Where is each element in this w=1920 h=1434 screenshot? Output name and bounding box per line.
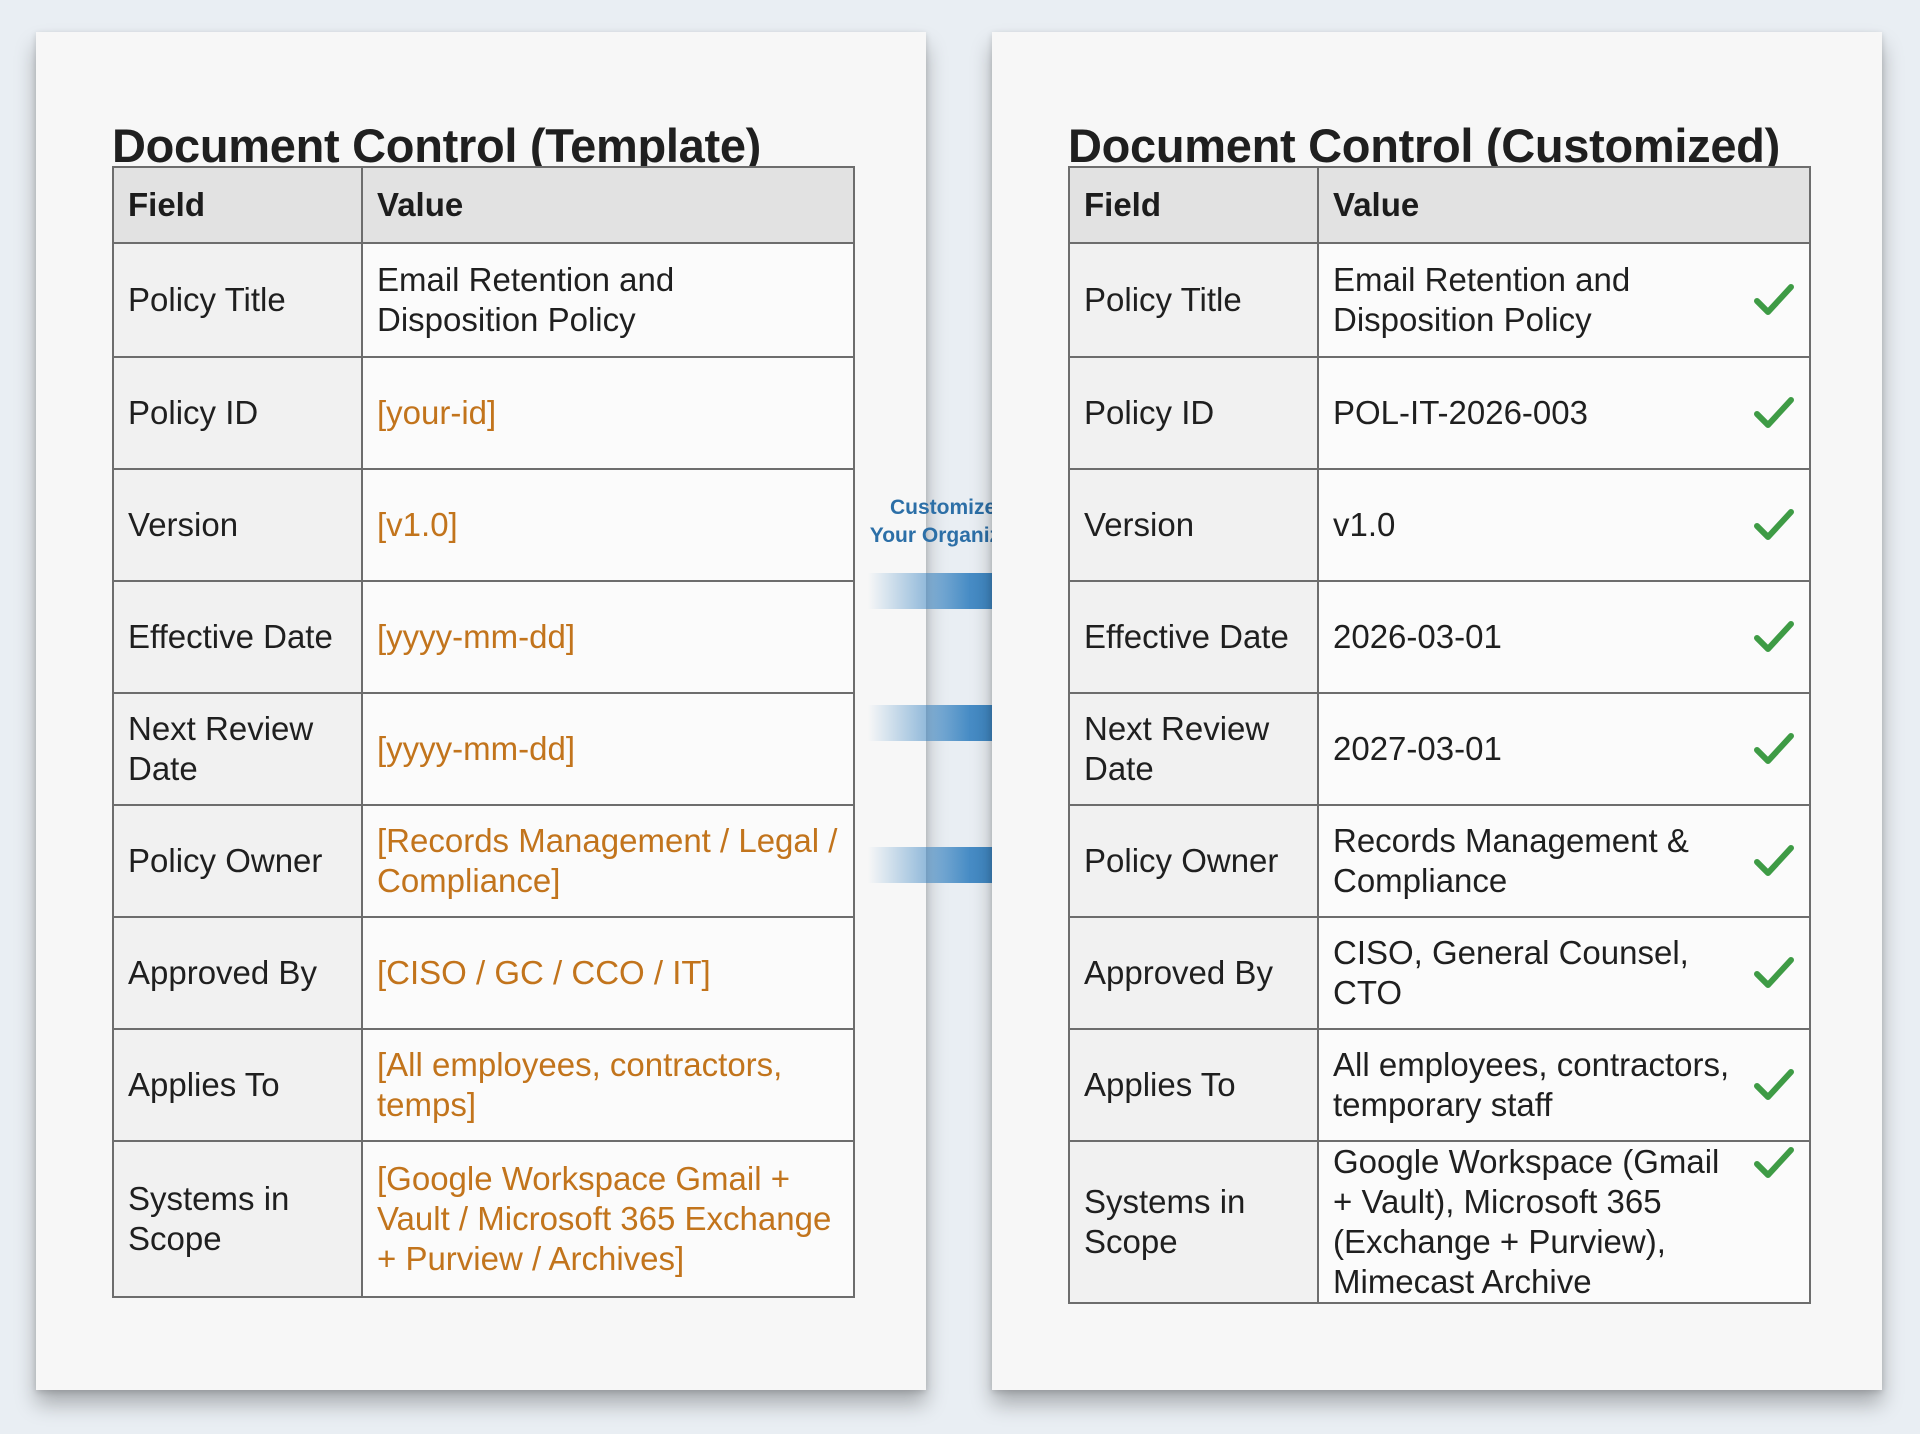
value-text: All employees, contractors, temporary st… [1333, 1046, 1730, 1123]
table-row: Policy Title Email Retention and Disposi… [112, 242, 855, 358]
field-cell: Systems in Scope [112, 1140, 363, 1298]
table-row: Approved By CISO, General Counsel, CTO [1068, 916, 1811, 1030]
value-text: v1.0 [1333, 506, 1396, 543]
check-icon [1753, 392, 1795, 434]
value-text: Google Workspace (Gmail + Vault), Micros… [1333, 1143, 1720, 1300]
table-header-row: Field Value [1068, 166, 1811, 244]
customized-title: Document Control (Customized) [1068, 119, 1780, 172]
table-row: Applies To [All employees, contractors, … [112, 1028, 855, 1142]
field-column-header: Field [1068, 166, 1319, 244]
template-title: Document Control (Template) [112, 119, 762, 172]
template-control-table: Field Value Policy Title Email Retention… [112, 166, 855, 1298]
table-row: Effective Date [yyyy-mm-dd] [112, 580, 855, 694]
value-cell: Records Management & Compliance [1317, 804, 1811, 918]
value-cell: 2026-03-01 [1317, 580, 1811, 694]
placeholder-value-cell: [CISO / GC / CCO / IT] [361, 916, 855, 1030]
check-icon [1753, 504, 1795, 546]
table-row: Policy ID POL-IT-2026-003 [1068, 356, 1811, 470]
value-column-header: Value [1317, 166, 1811, 244]
placeholder-value-cell: [your-id] [361, 356, 855, 470]
check-icon [1753, 728, 1795, 770]
value-text: CISO, General Counsel, CTO [1333, 934, 1689, 1011]
placeholder-value-cell: [Google Workspace Gmail + Vault / Micros… [361, 1140, 855, 1298]
field-cell: Applies To [112, 1028, 363, 1142]
placeholder-value-cell: [yyyy-mm-dd] [361, 692, 855, 806]
field-cell: Approved By [112, 916, 363, 1030]
value-cell: Email Retention and Disposition Policy [361, 242, 855, 358]
value-text: 2026-03-01 [1333, 618, 1502, 655]
placeholder-value-cell: [All employees, contractors, temps] [361, 1028, 855, 1142]
field-cell: Effective Date [112, 580, 363, 694]
table-row: Effective Date 2026-03-01 [1068, 580, 1811, 694]
value-cell: 2027-03-01 [1317, 692, 1811, 806]
table-row: Approved By [CISO / GC / CCO / IT] [112, 916, 855, 1030]
field-cell: Approved By [1068, 916, 1319, 1030]
value-text: Records Management & Compliance [1333, 822, 1689, 899]
table-row: Next Review Date [yyyy-mm-dd] [112, 692, 855, 806]
value-text: 2027-03-01 [1333, 730, 1502, 767]
field-cell: Policy ID [112, 356, 363, 470]
table-row: Policy Title Email Retention and Disposi… [1068, 242, 1811, 358]
value-column-header: Value [361, 166, 855, 244]
field-column-header: Field [112, 166, 363, 244]
check-icon [1753, 952, 1795, 994]
table-row: Version v1.0 [1068, 468, 1811, 582]
check-icon [1753, 1064, 1795, 1106]
table-row: Policy Owner [Records Management / Legal… [112, 804, 855, 918]
table-row: Systems in Scope Google Workspace (Gmail… [1068, 1140, 1811, 1304]
table-row: Policy Owner Records Management & Compli… [1068, 804, 1811, 918]
check-icon [1753, 840, 1795, 882]
check-icon [1753, 1142, 1795, 1184]
table-row: Version [v1.0] [112, 468, 855, 582]
field-cell: Next Review Date [112, 692, 363, 806]
table-row: Policy ID [your-id] [112, 356, 855, 470]
value-cell: POL-IT-2026-003 [1317, 356, 1811, 470]
field-cell: Systems in Scope [1068, 1140, 1319, 1304]
value-cell: Email Retention and Disposition Policy [1317, 242, 1811, 358]
field-cell: Version [1068, 468, 1319, 582]
value-text: Email Retention and Disposition Policy [1333, 261, 1631, 338]
field-cell: Applies To [1068, 1028, 1319, 1142]
field-cell: Policy Owner [112, 804, 363, 918]
placeholder-value-cell: [Records Management / Legal / Compliance… [361, 804, 855, 918]
template-document-panel: Document Control (Template) Field Value … [36, 32, 926, 1390]
table-row: Next Review Date 2027-03-01 [1068, 692, 1811, 806]
table-header-row: Field Value [112, 166, 855, 244]
check-icon [1753, 616, 1795, 658]
placeholder-value-cell: [v1.0] [361, 468, 855, 582]
field-cell: Version [112, 468, 363, 582]
field-cell: Policy ID [1068, 356, 1319, 470]
value-cell: All employees, contractors, temporary st… [1317, 1028, 1811, 1142]
table-row: Systems in Scope [Google Workspace Gmail… [112, 1140, 855, 1298]
field-cell: Next Review Date [1068, 692, 1319, 806]
table-row: Applies To All employees, contractors, t… [1068, 1028, 1811, 1142]
value-text: POL-IT-2026-003 [1333, 394, 1588, 431]
field-cell: Effective Date [1068, 580, 1319, 694]
value-cell: Google Workspace (Gmail + Vault), Micros… [1317, 1140, 1811, 1304]
field-cell: Policy Title [112, 242, 363, 358]
customized-control-table: Field Value Policy Title Email Retention… [1068, 166, 1811, 1304]
field-cell: Policy Owner [1068, 804, 1319, 918]
customized-document-panel: Document Control (Customized) Field Valu… [992, 32, 1882, 1390]
value-cell: CISO, General Counsel, CTO [1317, 916, 1811, 1030]
value-cell: v1.0 [1317, 468, 1811, 582]
field-cell: Policy Title [1068, 242, 1319, 358]
check-icon [1753, 279, 1795, 321]
placeholder-value-cell: [yyyy-mm-dd] [361, 580, 855, 694]
